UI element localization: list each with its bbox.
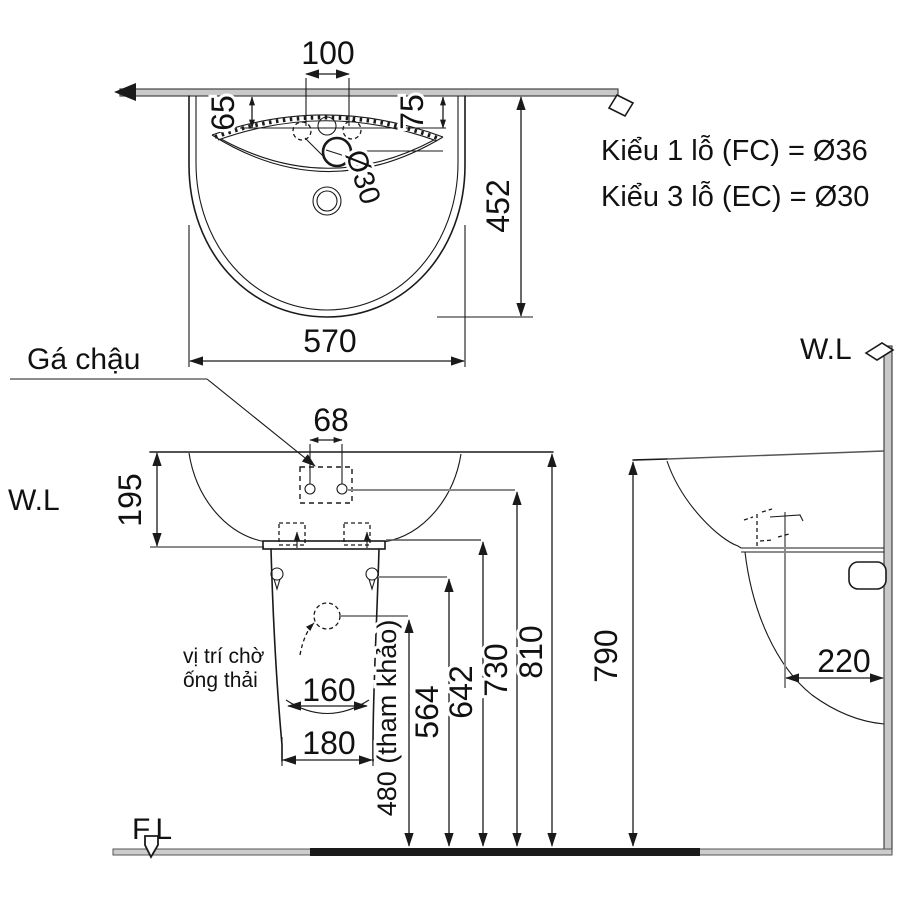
faucet-mark-4 — [777, 533, 790, 538]
pedestal-top-plate — [262, 540, 386, 550]
dim-810-text: 810 — [513, 625, 549, 678]
dim-480-text: 480 (tham khảo) — [372, 620, 402, 817]
dim-452-text: 452 — [480, 179, 516, 232]
deck-arc-inner — [217, 120, 438, 142]
side-view: W.L 220 790 — [585, 333, 895, 853]
plan-wall-line — [119, 88, 619, 97]
pedestal-fixing-bolt-left — [270, 567, 284, 581]
waste-note-line2: ống thải — [183, 669, 258, 692]
dim-195-text: 195 — [112, 473, 148, 526]
pedestal-fixing-bolt-right — [365, 567, 379, 581]
main-tap-hole-strike — [325, 149, 349, 158]
dim-75-text: 75 — [394, 94, 430, 130]
waste-note-line1: vị trí chờ — [183, 645, 265, 668]
pedestal-slot-right-dashed — [343, 522, 371, 546]
faucet-mark-2 — [761, 508, 773, 513]
hole-leader-line — [304, 137, 326, 159]
floor-line-dark-segment — [310, 848, 700, 856]
overflow-hole-inner — [316, 190, 338, 212]
water-line-right-hook — [864, 342, 895, 361]
faucet-hole-right-dashed — [342, 120, 362, 140]
bowl-back-arc-inner — [220, 138, 435, 169]
note-type-3-hole: Kiểu 3 lỗ (EC) = Ø30 — [601, 180, 869, 213]
floor: F.L — [112, 813, 893, 859]
side-wall-line — [883, 345, 893, 853]
pedestal-fixing-bolt-left-tail — [273, 578, 281, 591]
dim-65-text: 65 — [205, 95, 241, 131]
waste-pipe-position-dashed — [313, 602, 341, 630]
pedestal-left-side — [270, 548, 283, 762]
dim-160-text: 160 — [302, 672, 355, 708]
dim-564-text: 564 — [409, 685, 445, 738]
hole-type-notes: Kiểu 1 lỗ (FC) = Ø36 Kiểu 3 lỗ (EC) = Ø3… — [601, 134, 869, 213]
dim-100-text: 100 — [301, 35, 354, 71]
faucet-hole-left-dashed — [292, 121, 312, 141]
wall-bracket-dashed — [299, 466, 353, 504]
faucet-mark-3 — [759, 539, 774, 542]
basin-inner-outline — [195, 96, 459, 311]
dim-790-text: 790 — [588, 629, 624, 682]
dim-68-text: 68 — [313, 402, 349, 438]
dim-570-text: 570 — [303, 323, 356, 359]
dim-180-text: 180 — [302, 725, 355, 761]
wall-line-left-arrow — [114, 83, 136, 101]
bracket-leader-line — [206, 378, 316, 467]
pedestal-fixing-bolt-right-tail — [368, 578, 376, 591]
waste-pipe-leader — [299, 622, 315, 656]
dim-220-text: 220 — [817, 643, 870, 679]
bowl-back-arc-outer — [211, 134, 444, 172]
bracket-label: Gá chậu — [27, 343, 140, 376]
bracket-callout: Gá chậu — [10, 343, 316, 467]
faucet-hole-center — [317, 116, 337, 136]
bracket-bolt-right — [336, 483, 348, 495]
side-rim-top — [666, 450, 885, 460]
side-pedestal-profile — [744, 551, 885, 725]
front-bowl-left-curve — [188, 452, 267, 543]
note-type-1-hole: Kiểu 1 lỗ (FC) = Ø36 — [601, 134, 868, 167]
side-front-profile-curve — [666, 460, 742, 549]
dim-642-text: 642 — [443, 665, 479, 718]
overflow-hole-outer — [312, 186, 342, 216]
basin-outer-outline — [188, 95, 466, 318]
bracket-bolt-left — [304, 483, 316, 495]
water-line-label-left: W.L — [8, 484, 60, 517]
water-line-label-right: W.L — [800, 333, 852, 366]
main-tap-hole — [321, 136, 353, 168]
faucet-mark-1 — [743, 516, 754, 521]
wall-supply-hole — [848, 561, 887, 590]
pedestal-slot-left-dashed — [278, 522, 306, 546]
floor-line-hook — [144, 835, 159, 859]
dim-730-text: 730 — [478, 643, 514, 696]
dim-hole-dia-text: Ø30 — [339, 146, 386, 208]
side-rim-front — [632, 458, 668, 461]
front-bowl-right-curve — [383, 453, 462, 543]
wall-line-right-hook — [607, 93, 635, 118]
front-view: 68 W.L 195 vị trí chờ ống thải 160 — [8, 399, 557, 847]
top-view: 100 65 75 Ø30 452 570 — [114, 32, 635, 367]
faucet-mark-spout — [769, 514, 804, 522]
